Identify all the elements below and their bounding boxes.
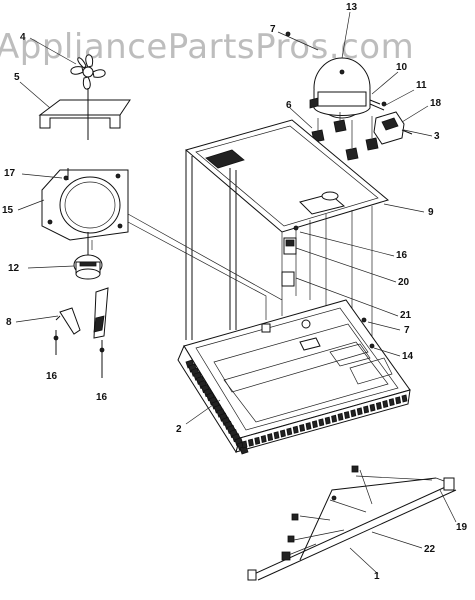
louvre-slot — [292, 425, 299, 434]
wiring-harness-part — [247, 465, 457, 581]
louvre-slot — [254, 436, 261, 445]
control-parts — [281, 225, 299, 287]
louvre-slot — [343, 411, 350, 420]
callout-labels: 13 7 4 5 6 10 11 18 3 17 15 9 16 12 20 2… — [2, 2, 468, 582]
louvre-slot — [267, 433, 274, 442]
callout-7: 7 — [270, 24, 276, 35]
callout-22: 22 — [424, 544, 436, 555]
compressor-grommets — [311, 112, 379, 161]
louvre-slot — [375, 401, 382, 410]
louvre-slot — [247, 438, 254, 447]
callout-9: 9 — [428, 207, 434, 218]
louvre-slot — [273, 431, 280, 440]
callout-3: 3 — [434, 131, 440, 142]
louvre-slot — [305, 422, 312, 431]
louvre-slot — [299, 423, 306, 432]
louvre-slot — [401, 394, 408, 403]
fan-blade-part — [70, 54, 106, 90]
callout-15: 15 — [2, 205, 14, 216]
callout-8: 8 — [6, 317, 12, 328]
louvre-slot — [260, 434, 267, 443]
louvre-slot — [241, 440, 248, 449]
top-panel-part — [184, 119, 390, 233]
callout-6: 6 — [286, 100, 292, 111]
fan-shroud-part — [41, 168, 129, 241]
callout-4: 4 — [20, 32, 26, 43]
louvre-slot — [337, 412, 344, 421]
relay-overload-part — [373, 101, 413, 145]
base-louvres — [185, 359, 408, 455]
callout-10: 10 — [396, 62, 408, 73]
callout-13: 13 — [346, 2, 358, 13]
callout-12: 12 — [8, 263, 20, 274]
louvre-slot — [363, 405, 370, 414]
callout-5: 5 — [14, 72, 20, 83]
callout-2: 2 — [176, 424, 182, 435]
callout-17: 17 — [4, 168, 16, 179]
louvre-slot — [286, 427, 293, 436]
louvre-slot — [324, 416, 331, 425]
fan-bracket-part — [38, 88, 131, 140]
louvre-slot — [395, 396, 402, 405]
callout-1: 1 — [374, 571, 380, 582]
louvre-slot — [388, 398, 395, 407]
louvre-slot — [350, 409, 357, 418]
louvre-slot — [331, 414, 338, 423]
leader-lines — [15, 11, 457, 575]
callout-20: 20 — [398, 277, 410, 288]
callout-16c: 16 — [96, 392, 108, 403]
callout-21: 21 — [400, 310, 412, 321]
louvre-slot — [356, 407, 363, 416]
louvre-slot — [279, 429, 286, 438]
compressor-part — [309, 57, 385, 119]
louvre-slot — [318, 418, 325, 427]
callout-7b: 7 — [404, 325, 410, 336]
callout-14: 14 — [402, 351, 414, 362]
fan-motor-part — [73, 232, 103, 280]
frame-supports — [185, 150, 373, 340]
louvre-slot — [369, 403, 376, 412]
callout-16b: 16 — [46, 371, 58, 382]
callout-16: 16 — [396, 250, 408, 261]
callout-18: 18 — [430, 98, 442, 109]
wiring-runs — [91, 213, 283, 320]
callout-19: 19 — [456, 522, 468, 533]
callout-11: 11 — [416, 80, 427, 91]
louvre-slot — [311, 420, 318, 429]
louvre-slot — [382, 400, 389, 409]
motor-mount-brackets — [53, 287, 109, 378]
